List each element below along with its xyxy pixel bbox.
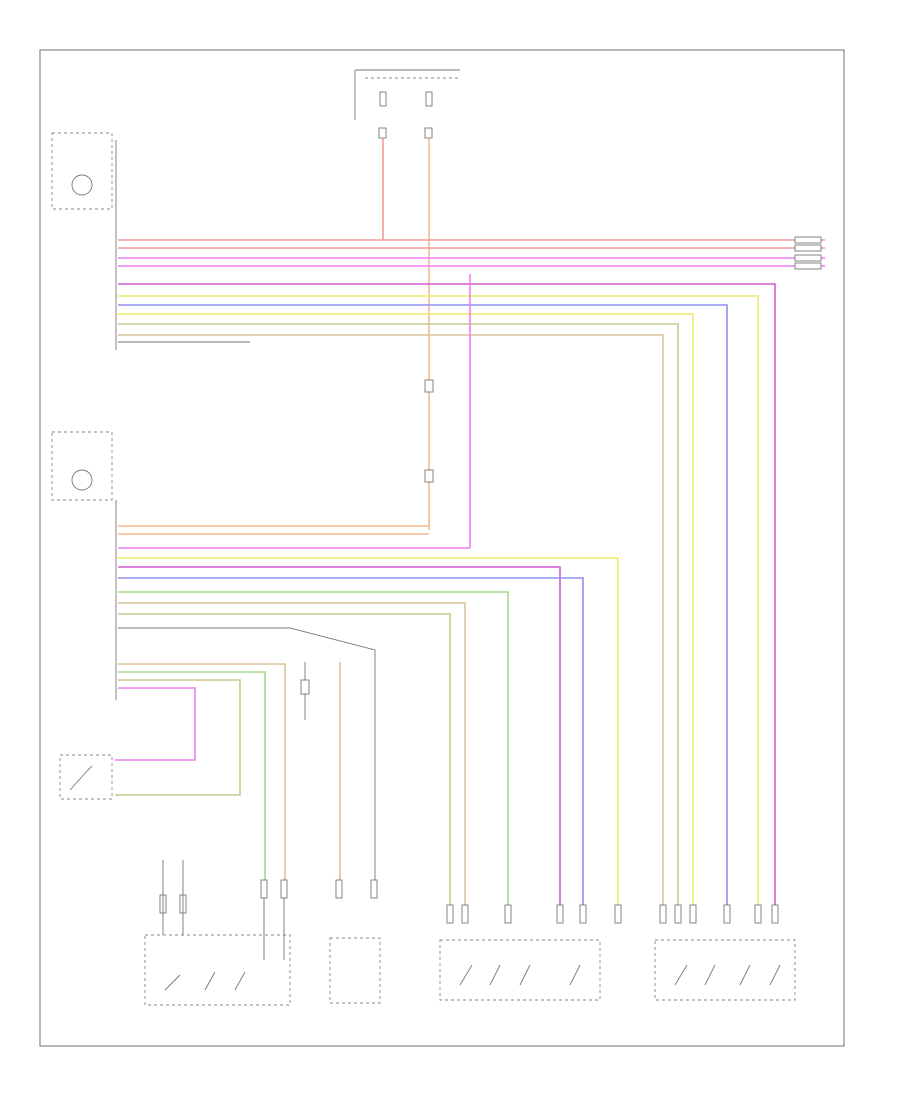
connector-icon xyxy=(659,904,667,924)
connector-icon xyxy=(723,904,731,924)
right-edge-connectors xyxy=(794,236,822,270)
connector-icon xyxy=(504,904,512,924)
driver-door-switch-panel xyxy=(144,860,291,1006)
wire-dm-12 xyxy=(115,679,241,796)
child-lock-switch xyxy=(59,754,113,800)
switch-connectors xyxy=(446,904,779,924)
connector-icon xyxy=(424,469,434,483)
connector-icon xyxy=(579,904,587,924)
diagram-border xyxy=(39,49,845,1047)
connector-icon xyxy=(689,904,697,924)
connector-icon xyxy=(280,879,288,899)
wire-dm-6 xyxy=(118,577,584,920)
switch-icon xyxy=(674,964,781,986)
wire-dm-4 xyxy=(118,557,619,920)
motor-icon xyxy=(71,174,93,196)
wire-pm-5 xyxy=(118,283,776,920)
fuse-block xyxy=(354,69,460,139)
wire-pm-8 xyxy=(118,313,694,920)
connector-icon xyxy=(378,127,387,139)
wire-dm-13 xyxy=(115,687,196,761)
switch-icon xyxy=(164,971,246,991)
connector-icon xyxy=(674,904,682,924)
wire-dm-8 xyxy=(118,602,466,920)
wire-dm-11 xyxy=(118,663,286,890)
switch-icon xyxy=(459,964,581,986)
fuse-icon xyxy=(379,91,387,107)
motor-icon xyxy=(71,469,93,491)
connector-icon xyxy=(556,904,564,924)
wire-dm-5 xyxy=(118,566,561,920)
driver-rear-window-switch xyxy=(439,939,601,1001)
connector-icon xyxy=(424,127,433,139)
connector-icon xyxy=(335,879,343,899)
fuse-icon xyxy=(425,91,433,107)
connector-icon xyxy=(794,244,822,252)
wire-pm-10 xyxy=(118,334,664,920)
wire-dm-ground xyxy=(118,627,376,890)
switch-icon xyxy=(69,765,93,791)
wire-pm-9 xyxy=(118,323,679,920)
wire-pm-7 xyxy=(118,304,728,920)
connector-icon xyxy=(370,879,378,899)
connector-icon xyxy=(794,236,822,244)
connector-icon xyxy=(794,254,822,262)
connector-icon xyxy=(461,904,469,924)
wire-dm-9 xyxy=(118,613,451,920)
connector-icon xyxy=(771,904,779,924)
passenger-window-module xyxy=(51,132,117,350)
connector-icon xyxy=(260,879,268,899)
passenger-rear-window-switch xyxy=(654,939,796,1001)
connector-icon xyxy=(794,262,822,270)
wire-pm-6 xyxy=(118,295,759,920)
driver-window-module xyxy=(51,431,117,700)
central-lock-switch xyxy=(329,879,381,1004)
connector-icon xyxy=(754,904,762,924)
connector-icon xyxy=(614,904,622,924)
wire-dm-7 xyxy=(118,591,509,920)
connector-icon xyxy=(446,904,454,924)
connector-icon xyxy=(300,679,310,695)
connector-icon xyxy=(424,379,434,393)
wire-dm-10 xyxy=(118,671,266,890)
